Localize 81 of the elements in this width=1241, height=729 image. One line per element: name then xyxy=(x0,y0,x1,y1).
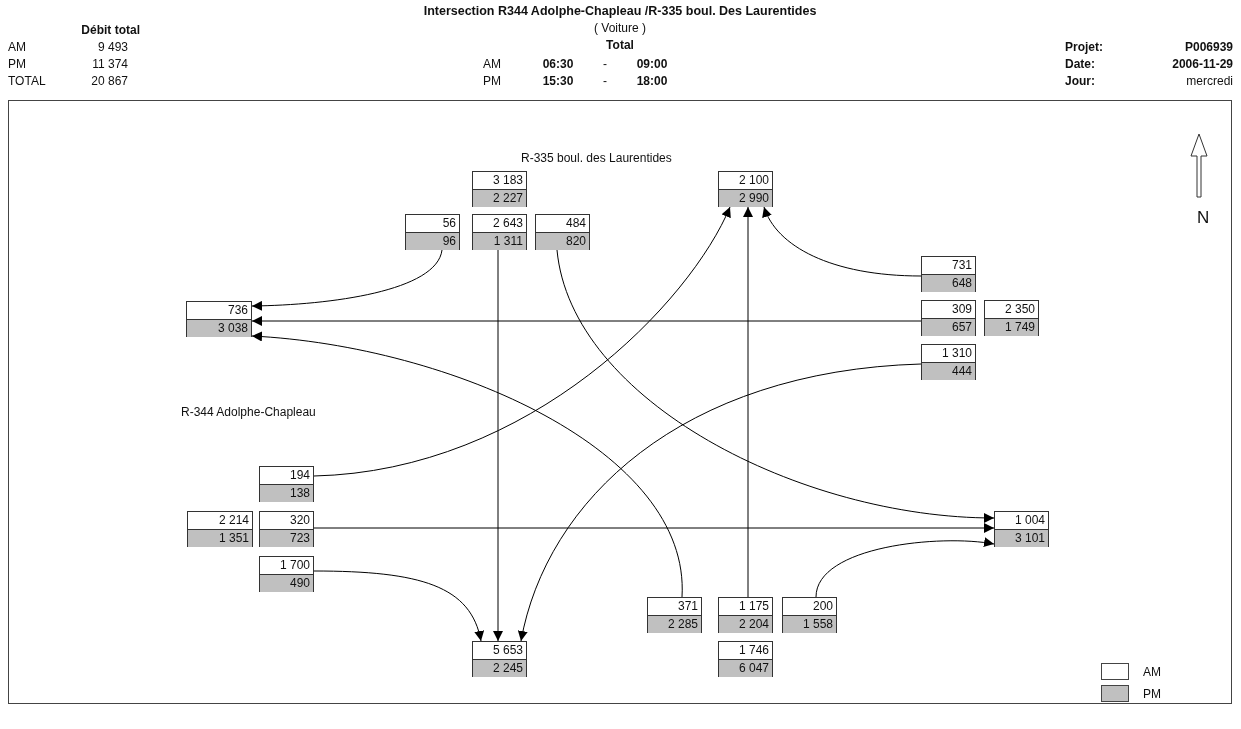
legend-label: AM xyxy=(1143,664,1161,679)
pm-count: 820 xyxy=(536,232,589,250)
pm-count: 1 351 xyxy=(188,529,252,547)
field-value: mercredi xyxy=(1185,73,1233,89)
legend-label: PM xyxy=(1143,686,1161,701)
pm-count: 2 204 xyxy=(719,615,772,633)
pm-count: 138 xyxy=(260,484,313,502)
count-box xyxy=(921,300,976,336)
table-heading: Débit total xyxy=(81,22,140,38)
pm-count: 2 285 xyxy=(648,615,701,633)
pm-count: 2 227 xyxy=(473,189,526,207)
count-box xyxy=(259,556,314,592)
pm-count: 1 558 xyxy=(783,615,836,633)
time-value: 18:00 xyxy=(635,73,669,89)
count-box xyxy=(921,344,976,380)
pm-count: 3 038 xyxy=(187,319,251,337)
pm-count: 723 xyxy=(260,529,313,547)
period-label: PM xyxy=(8,56,27,72)
period-label: AM xyxy=(483,56,502,72)
arrow xyxy=(493,249,503,642)
field-value: 2006-11-29 xyxy=(1171,56,1233,72)
field-value: P006939 xyxy=(1183,39,1233,55)
street-name: R-335 boul. des Laurentides xyxy=(521,151,672,165)
arrow xyxy=(251,316,922,326)
count-box xyxy=(187,511,253,547)
pm-count: 490 xyxy=(260,574,313,592)
street-name: R-344 Adolphe-Chapleau xyxy=(181,405,316,419)
pm-count: 6 047 xyxy=(719,659,772,677)
arrow xyxy=(313,523,995,533)
count-box xyxy=(259,511,314,547)
time-value: 09:00 xyxy=(635,56,669,72)
volume-value: 11 374 xyxy=(91,56,128,72)
title: Intersection R344 Adolphe-Chapleau /R-335 boul. Des Laurentides xyxy=(422,4,818,18)
subtitle: ( Voiture ) xyxy=(593,21,647,35)
pm-count: 657 xyxy=(922,318,975,336)
pm-count: 1 749 xyxy=(985,318,1038,336)
count-box xyxy=(921,256,976,292)
count-box xyxy=(984,300,1039,336)
dash-separator: - xyxy=(602,56,608,72)
period-label: AM xyxy=(8,39,27,55)
arrow xyxy=(815,537,995,598)
time-value: 06:30 xyxy=(541,56,575,72)
north-label: N xyxy=(1197,208,1210,228)
pm-count: 648 xyxy=(922,274,975,292)
count-box xyxy=(718,171,773,207)
arrow xyxy=(743,206,753,598)
arrow xyxy=(518,363,922,642)
pm-count: 2 245 xyxy=(473,659,526,677)
count-box xyxy=(186,301,252,337)
count-box xyxy=(472,214,527,250)
pm-count: 96 xyxy=(406,232,459,250)
pm-count: 1 311 xyxy=(473,232,526,250)
count-box xyxy=(782,597,837,633)
pm-count: 444 xyxy=(922,362,975,380)
field-label: Date: xyxy=(1065,56,1096,72)
arrow xyxy=(251,331,683,598)
dash-separator: - xyxy=(602,73,608,89)
arrow xyxy=(251,249,443,311)
volume-value: 9 493 xyxy=(96,39,128,55)
count-box xyxy=(472,171,527,207)
count-box xyxy=(535,214,590,250)
arrow xyxy=(763,206,922,277)
arrow xyxy=(313,206,731,477)
count-box xyxy=(259,466,314,502)
count-box xyxy=(472,641,527,677)
field-label: Projet: xyxy=(1065,39,1104,55)
pm-count: 3 101 xyxy=(995,529,1048,547)
count-box xyxy=(718,597,773,633)
period-label: TOTAL xyxy=(8,73,47,89)
arrow xyxy=(556,249,995,523)
subtitle: Total xyxy=(605,38,635,52)
count-box xyxy=(405,214,460,250)
count-box xyxy=(647,597,702,633)
count-box xyxy=(994,511,1049,547)
count-box xyxy=(718,641,773,677)
field-label: Jour: xyxy=(1065,73,1096,89)
period-label: PM xyxy=(483,73,502,89)
time-value: 15:30 xyxy=(541,73,575,89)
arrow xyxy=(313,570,484,642)
pm-count: 2 990 xyxy=(719,189,772,207)
volume-value: 20 867 xyxy=(90,73,128,89)
